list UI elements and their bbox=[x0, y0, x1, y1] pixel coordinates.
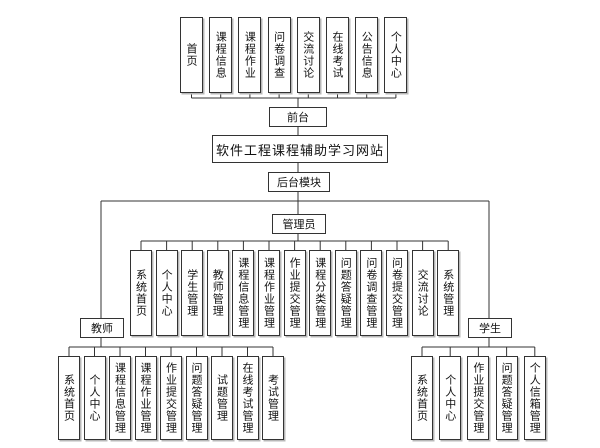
admin-module-label: 个人中心 bbox=[160, 269, 174, 317]
teacher-module: 系统首页 bbox=[58, 356, 80, 440]
admin-module-label: 课程信息管理 bbox=[236, 257, 250, 329]
teacher-module: 课程信息管理 bbox=[109, 356, 131, 440]
admin-module: 课程作业管理 bbox=[258, 250, 280, 336]
admin-label: 管理员 bbox=[282, 218, 316, 231]
teacher-module-label: 课程信息管理 bbox=[113, 362, 127, 434]
student-module-label: 作业提交管理 bbox=[471, 362, 485, 434]
site-title: 软件工程课程辅助学习网站 bbox=[215, 143, 384, 159]
student-module-label: 系统首页 bbox=[415, 374, 429, 422]
backend-label: 后台模块 bbox=[277, 176, 321, 189]
front-label: 前台 bbox=[287, 111, 309, 124]
admin-module: 问卷调查管理 bbox=[360, 250, 383, 336]
admin-module: 系统首页 bbox=[130, 250, 152, 336]
teacher-module: 考试管理 bbox=[262, 356, 284, 440]
admin-module-label: 系统管理 bbox=[441, 269, 455, 317]
admin-module-label: 课程分类管理 bbox=[313, 257, 327, 329]
admin-module-label: 系统首页 bbox=[134, 269, 148, 317]
admin-module-label: 教师管理 bbox=[211, 269, 225, 317]
front-module: 问卷调查 bbox=[267, 17, 291, 93]
admin-module: 作业提交管理 bbox=[283, 250, 306, 336]
admin-module: 个人中心 bbox=[155, 250, 178, 336]
teacher-module-label: 作业提交管理 bbox=[164, 362, 178, 434]
admin-module-label: 交流讨论 bbox=[416, 269, 430, 317]
teacher-module-label: 在线考试管理 bbox=[241, 362, 254, 434]
teacher-module: 作业提交管理 bbox=[160, 356, 182, 440]
front-module: 在线考试 bbox=[326, 17, 349, 93]
front-module-label: 首页 bbox=[185, 43, 198, 67]
backend-node: 后台模块 bbox=[268, 172, 330, 192]
admin-module: 问题答疑管理 bbox=[334, 250, 357, 336]
teacher-module-label: 个人中心 bbox=[88, 374, 101, 422]
front-node: 前台 bbox=[269, 107, 327, 127]
admin-module: 系统管理 bbox=[437, 250, 460, 336]
admin-module-label: 问卷调查管理 bbox=[364, 257, 378, 329]
admin-module-label: 问题答疑管理 bbox=[339, 257, 353, 329]
front-module: 交流讨论 bbox=[296, 17, 320, 93]
teacher-module-label: 考试管理 bbox=[266, 374, 280, 422]
teacher-module: 在线考试管理 bbox=[236, 356, 259, 440]
front-module-label: 个人中心 bbox=[389, 31, 403, 79]
front-module-label: 课程作业 bbox=[243, 31, 257, 79]
teacher-module: 个人中心 bbox=[83, 356, 106, 440]
front-module-label: 公告信息 bbox=[360, 31, 374, 79]
front-module: 课程作业 bbox=[238, 17, 262, 93]
front-module-label: 课程信息 bbox=[214, 31, 228, 79]
student-module: 问题答疑管理 bbox=[495, 356, 518, 440]
teacher-module: 试题管理 bbox=[211, 356, 233, 440]
student-module: 作业提交管理 bbox=[467, 356, 490, 440]
front-module: 首页 bbox=[180, 17, 203, 93]
student-module-label: 问题答疑管理 bbox=[500, 362, 514, 434]
student-module: 个人信箱管理 bbox=[523, 356, 546, 440]
admin-module: 交流讨论 bbox=[411, 250, 434, 336]
admin-module: 课程分类管理 bbox=[309, 250, 332, 336]
teacher-module-label: 问题答疑管理 bbox=[190, 362, 203, 434]
admin-module-label: 问卷提交管理 bbox=[390, 257, 404, 329]
teacher-module-label: 系统首页 bbox=[62, 374, 76, 422]
front-module-label: 在线考试 bbox=[331, 31, 344, 79]
student-module-label: 个人中心 bbox=[443, 374, 457, 422]
student-label: 学生 bbox=[479, 322, 501, 335]
teacher-module: 课程作业管理 bbox=[134, 356, 157, 440]
admin-module: 学生管理 bbox=[181, 250, 204, 336]
admin-module-label: 课程作业管理 bbox=[262, 257, 276, 329]
teacher-module-label: 课程作业管理 bbox=[139, 362, 152, 434]
student-module: 系统首页 bbox=[411, 356, 433, 440]
admin-module-label: 作业提交管理 bbox=[288, 257, 302, 329]
front-module: 个人中心 bbox=[384, 17, 408, 93]
front-module: 课程信息 bbox=[209, 17, 233, 93]
teacher-module: 问题答疑管理 bbox=[185, 356, 208, 440]
admin-module-label: 学生管理 bbox=[185, 269, 199, 317]
front-module: 公告信息 bbox=[355, 17, 379, 93]
student-node: 学生 bbox=[468, 318, 512, 338]
admin-node: 管理员 bbox=[272, 214, 326, 234]
admin-module: 教师管理 bbox=[206, 250, 229, 336]
teacher-label: 教师 bbox=[91, 322, 113, 335]
admin-module: 课程信息管理 bbox=[232, 250, 255, 336]
student-module: 个人中心 bbox=[439, 356, 462, 440]
teacher-module-label: 试题管理 bbox=[215, 374, 229, 422]
front-module-label: 交流讨论 bbox=[301, 31, 315, 79]
admin-module: 问卷提交管理 bbox=[386, 250, 408, 336]
front-module-label: 问卷调查 bbox=[272, 31, 286, 79]
site-title-node: 软件工程课程辅助学习网站 bbox=[212, 135, 388, 163]
teacher-node: 教师 bbox=[80, 318, 124, 338]
student-module-label: 个人信箱管理 bbox=[528, 362, 542, 434]
